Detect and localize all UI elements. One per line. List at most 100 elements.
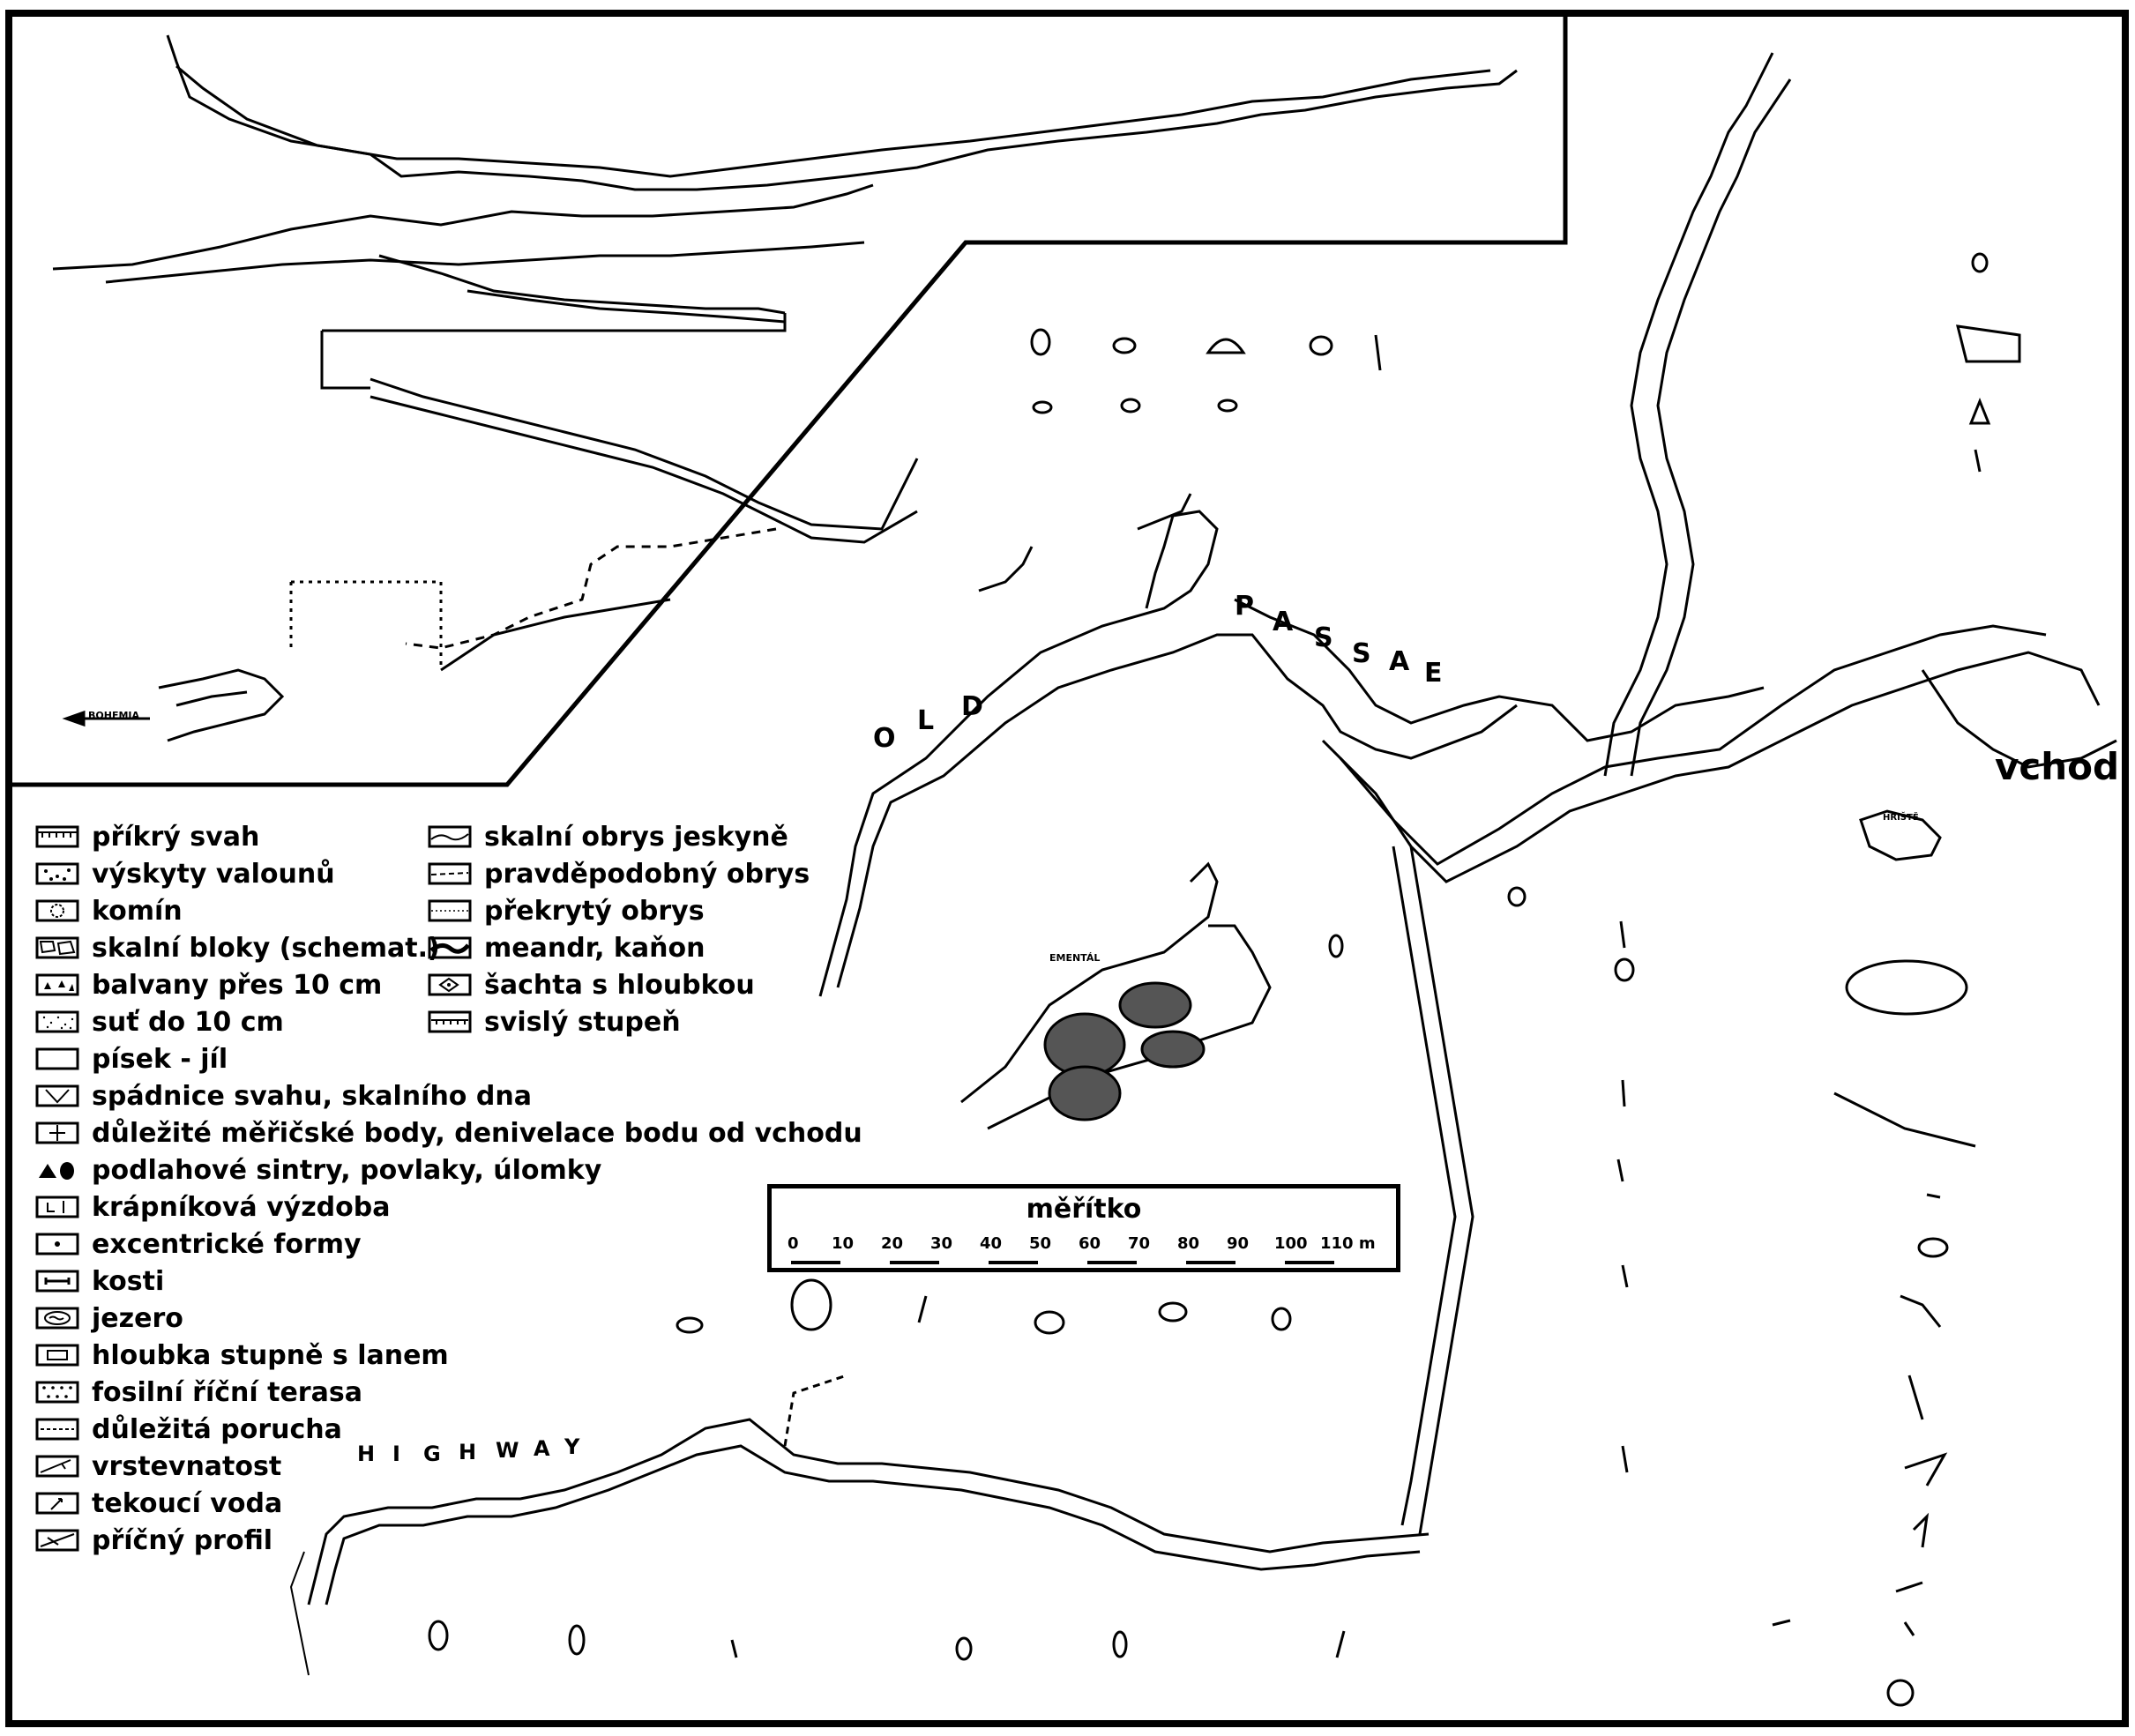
- scale-tick: 80: [1177, 1234, 1200, 1253]
- legend-item: meandr, kaňon: [428, 931, 705, 965]
- terrace-icon: [35, 1379, 79, 1405]
- legend-item: spádnice svahu, skalního dna: [35, 1079, 532, 1113]
- legend-label: šachta s hloubkou: [484, 969, 755, 1001]
- old-passage-letter: O: [873, 723, 896, 754]
- bohemia-label: BOHEMIA: [88, 710, 140, 721]
- old-passage-letter: S: [1352, 638, 1371, 669]
- scale-title: měřítko: [1026, 1194, 1142, 1225]
- highway-letter: I: [392, 1442, 400, 1466]
- legend-label: tekoucí voda: [92, 1487, 283, 1519]
- legend-label: krápníková výzdoba: [92, 1191, 391, 1223]
- eccentric-icon: [35, 1231, 79, 1257]
- covered-outline-icon: [428, 898, 472, 924]
- legend-label: překrytý obrys: [484, 895, 705, 927]
- legend-item: pravděpodobný obrys: [428, 857, 810, 890]
- longitudinal-profile: [52, 34, 1518, 742]
- scale-tick: 20: [881, 1234, 904, 1253]
- legend-label: výskyty valounů: [92, 858, 335, 890]
- legend-item: fosilní říční terasa: [35, 1375, 362, 1409]
- profile-deep-passage: [370, 377, 919, 531]
- old-passage-letter: D: [961, 691, 983, 722]
- profile-dashed-outline: [405, 527, 777, 650]
- scale-bar: měřítko 0 10 20 30 40 50 60 70 80 90 100…: [767, 1184, 1400, 1272]
- emmental-maze: [960, 861, 1272, 1130]
- profile-mid-passage: [52, 183, 874, 271]
- legend-label: skalní obrys jeskyně: [484, 821, 788, 853]
- highway-letter: W: [496, 1438, 519, 1463]
- main-corridor: [1321, 52, 2117, 883]
- probable-outline-icon: [428, 861, 472, 887]
- legend-item: podlahové sintry, povlaky, úlomky: [35, 1153, 601, 1187]
- legend-label: skalní bloky (schemat.): [92, 932, 440, 964]
- south-corridor: [289, 846, 1474, 1676]
- scale-tick: 50: [1029, 1234, 1052, 1253]
- profile-bohemia-branch: [158, 668, 285, 742]
- map-frame: [5, 10, 2129, 1727]
- old-passage-letter: A: [1389, 646, 1410, 677]
- meander-icon: [428, 935, 472, 961]
- highway-letter: Y: [564, 1434, 580, 1459]
- north-branch: [1603, 52, 1774, 777]
- legend-item: tekoucí voda: [35, 1486, 282, 1520]
- profile-inset-border: [9, 13, 1568, 787]
- legend-item: vrstevnatost: [35, 1449, 281, 1483]
- bedding-icon: [35, 1453, 79, 1479]
- lake-icon: [35, 1305, 79, 1331]
- legend-label: kosti: [92, 1265, 165, 1297]
- fault-icon: [35, 1416, 79, 1442]
- legend-label: písek - jíl: [92, 1043, 228, 1075]
- highway-letter: G: [423, 1442, 441, 1466]
- scale-tick: 90: [1227, 1234, 1250, 1253]
- cross-sections: [428, 252, 2021, 1707]
- legend-label: spádnice svahu, skalního dna: [92, 1080, 532, 1112]
- steep-slope-icon: [35, 823, 79, 850]
- old-passage-letter: P: [1235, 591, 1254, 622]
- cave-outline-icon: [428, 823, 472, 850]
- legend-label: excentrické formy: [92, 1228, 362, 1260]
- profile-upper-passage: [166, 34, 1518, 191]
- old-passage-letter: E: [1424, 658, 1443, 689]
- old-passage-letter: S: [1314, 622, 1333, 653]
- legend-label: suť do 10 cm: [92, 1006, 284, 1038]
- legend-item: překrytý obrys: [428, 894, 705, 928]
- legend-label: svislý stupeň: [484, 1006, 681, 1038]
- legend-item: jezero: [35, 1301, 183, 1335]
- legend-item: suť do 10 cm: [35, 1005, 284, 1039]
- legend-item: písek - jíl: [35, 1042, 228, 1076]
- legend-label: fosilní říční terasa: [92, 1376, 362, 1408]
- scale-tick: 0: [788, 1234, 799, 1253]
- scale-tick: 10: [832, 1234, 855, 1253]
- scree-icon: [35, 1009, 79, 1035]
- scale-tick: 70: [1128, 1234, 1151, 1253]
- survey-point-icon: [35, 1120, 79, 1146]
- legend-item: výskyty valounů: [35, 857, 335, 890]
- legend-label: pravděpodobný obrys: [484, 858, 810, 890]
- sinter-icon: [35, 1157, 79, 1183]
- legend-label: příkrý svah: [92, 821, 260, 853]
- scale-ruler: [791, 1261, 1334, 1264]
- legend-item: excentrické formy: [35, 1227, 362, 1261]
- scale-tick: 110 m: [1320, 1234, 1376, 1253]
- legend-item: důležité měřičské body, denivelace bodu …: [35, 1116, 862, 1150]
- side-passage-nw: [978, 546, 1034, 592]
- hriste-label: HŘIŠTĚ: [1883, 813, 1919, 823]
- vertical-step-icon: [428, 1009, 472, 1035]
- legend-item: kosti: [35, 1264, 164, 1298]
- old-passage-letter: L: [917, 705, 935, 736]
- legend-item: důležitá porucha: [35, 1412, 342, 1446]
- entrance-label: vchod: [1995, 745, 2120, 788]
- scale-tick: 60: [1079, 1234, 1101, 1253]
- legend-label: vrstevnatost: [92, 1450, 282, 1482]
- legend-label: jezero: [92, 1302, 183, 1334]
- water-icon: [35, 1490, 79, 1516]
- legend-item: příčný profil: [35, 1524, 272, 1557]
- highway-letter: H: [459, 1440, 477, 1464]
- shaft-icon: [428, 972, 472, 998]
- stalactite-icon: [35, 1194, 79, 1220]
- legend-label: příčný profil: [92, 1524, 273, 1556]
- old-passage-plan: [818, 493, 1765, 997]
- hriste-chamber: [1859, 809, 1942, 861]
- legend-label: důležitá porucha: [92, 1413, 342, 1445]
- legend-label: balvany přes 10 cm: [92, 969, 383, 1001]
